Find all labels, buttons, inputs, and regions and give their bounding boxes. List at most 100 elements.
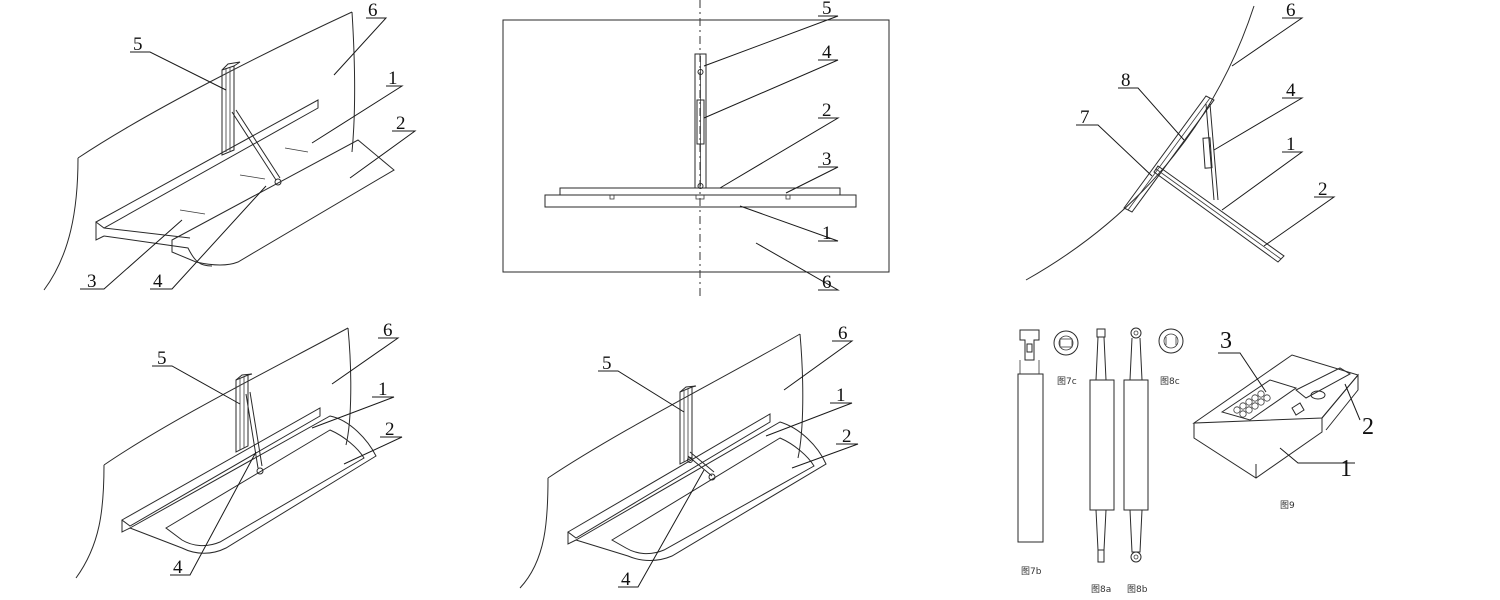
leader-5 (130, 51, 227, 91)
shelf-board (165, 429, 365, 547)
part-8a-bottom-eye (1097, 549, 1105, 563)
wall-top-edge (103, 327, 349, 466)
support-strut (1205, 103, 1219, 201)
label-5: 5 (133, 34, 143, 55)
part-8c-inner (1163, 333, 1179, 349)
part-9-pocket (1220, 379, 1298, 421)
figure-top-middle-front-view: 5 4 2 3 1 6 (502, 0, 890, 296)
part-8b-top-hole (1133, 330, 1139, 336)
label-4: 4 (173, 557, 183, 578)
part-9-top-face (1192, 354, 1359, 424)
wall-top-edge (77, 11, 353, 159)
label-1: 1 (822, 223, 832, 244)
leader-4 (170, 451, 257, 576)
label-5: 5 (602, 353, 612, 374)
part-8b-top-eye (1130, 327, 1142, 339)
upright-post-inner (225, 67, 231, 152)
figure-bottom-left-perspective: 5 6 1 2 4 (75, 320, 403, 579)
leader-2 (343, 436, 403, 465)
wall-right-edge (797, 333, 804, 459)
figure-bottom-middle-perspective: 5 6 1 2 4 (519, 323, 859, 590)
upright-post-inner (683, 389, 689, 462)
caption-8a: 图8a (1091, 584, 1111, 595)
part-8a-cylinder (1089, 379, 1115, 511)
shelf-board-inner (1155, 168, 1282, 260)
bracket-plate-left (567, 532, 577, 545)
label-5: 5 (157, 348, 167, 369)
figure-top-right-side-view: 6 8 4 7 1 2 (1025, 0, 1336, 281)
wall-right-edge (351, 11, 356, 153)
leader-6 (1231, 17, 1304, 67)
part-7c: 图7c (1053, 330, 1079, 387)
label-1: 1 (836, 385, 846, 406)
part-9-tab (1291, 402, 1305, 416)
label-4: 4 (822, 42, 832, 63)
part-7c-inner (1058, 335, 1074, 351)
part-7c-outer (1053, 330, 1079, 356)
support-strut (231, 109, 281, 181)
label-1: 1 (1340, 456, 1352, 482)
shelf-board (171, 139, 395, 266)
part-8a-rod (1095, 336, 1107, 381)
bracket-plate (575, 421, 827, 561)
upright-post-top (235, 373, 253, 381)
shelf-board (611, 437, 815, 555)
label-1: 1 (388, 68, 398, 89)
bracket-plate-front (103, 235, 213, 267)
label-6: 6 (822, 272, 832, 293)
part-8a-lower-rod (1095, 509, 1107, 551)
part-8c-outer (1158, 328, 1184, 354)
wall-outline (502, 19, 890, 273)
strut-cylinder (1202, 137, 1213, 169)
label-5: 5 (822, 0, 832, 19)
strut-bottom-pivot (697, 183, 704, 189)
slots (609, 195, 791, 200)
leader-7 (1076, 124, 1153, 177)
leader-6 (333, 17, 388, 76)
label-2: 2 (385, 419, 395, 440)
leader-8 (1118, 87, 1185, 141)
leader-4 (150, 185, 267, 290)
caption-7b: 图7b (1021, 566, 1042, 577)
label-3: 3 (87, 271, 97, 292)
figure-top-left-perspective: 5 6 1 2 3 4 (43, 0, 417, 292)
upright-post-top (221, 61, 241, 71)
label-1: 1 (1286, 134, 1296, 155)
wall-curve (1025, 5, 1255, 281)
leader-2 (791, 443, 859, 469)
bracket-plate (129, 415, 377, 554)
leader-4 (1213, 97, 1304, 151)
leader-1 (765, 402, 853, 437)
label-2: 2 (1318, 179, 1328, 200)
leader-2 (349, 130, 417, 179)
strut-pivot (708, 473, 716, 481)
part-9-front-face (1193, 418, 1323, 479)
bracket-plate-back-edge (95, 99, 319, 229)
wall-left-edge (75, 464, 105, 579)
part-7b-body (1017, 373, 1044, 543)
part-8a-top-eye (1096, 328, 1106, 338)
leader-6 (331, 337, 400, 385)
wall-left-edge (43, 157, 79, 291)
label-3: 3 (1220, 328, 1232, 354)
support-strut (245, 391, 263, 469)
label-7: 7 (1080, 107, 1090, 128)
part-9: 3 2 1 图9 (1192, 328, 1374, 511)
upright-post-inner (239, 377, 245, 450)
slot-line (284, 147, 309, 153)
leader-6 (755, 242, 840, 291)
label-2: 2 (396, 113, 406, 134)
label-3: 3 (822, 149, 832, 170)
leader-1 (739, 205, 839, 242)
leader-2 (1263, 196, 1336, 247)
wall-right-edge (345, 327, 352, 446)
label-2: 2 (822, 100, 832, 121)
strut-hinge (687, 457, 693, 463)
leader-2 (1344, 383, 1361, 421)
wall-left-edge (519, 477, 549, 589)
part-9-right-face (1321, 373, 1359, 431)
leader-3 (1218, 352, 1267, 393)
upright-post (221, 65, 235, 156)
label-2: 2 (1362, 414, 1374, 440)
